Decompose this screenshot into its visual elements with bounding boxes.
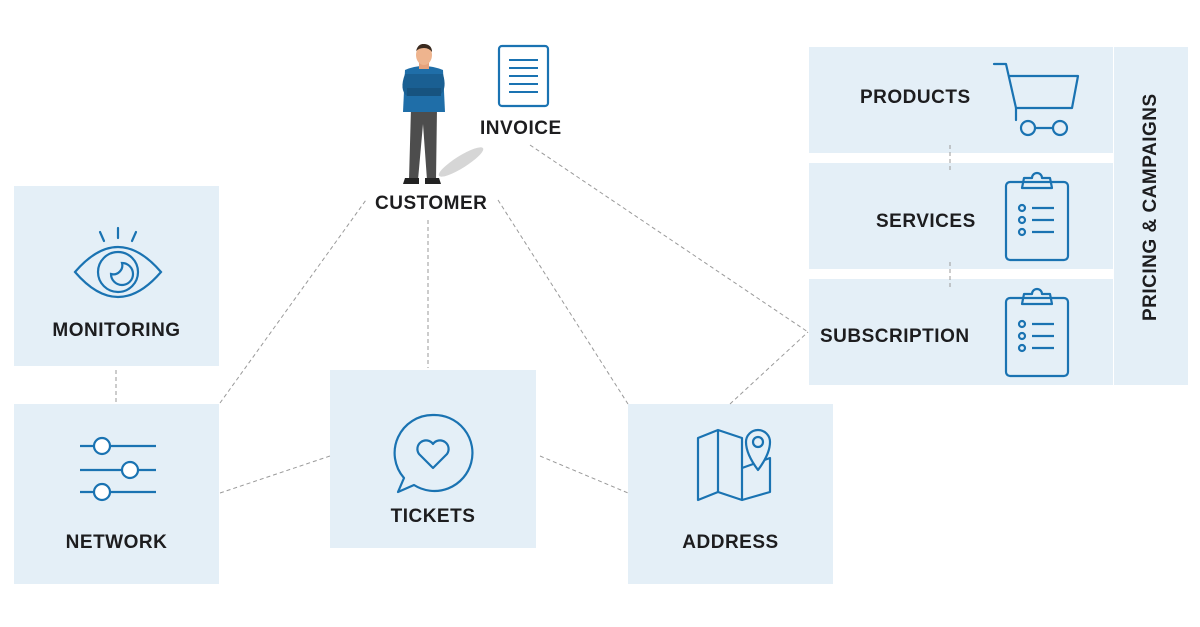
pricing-campaigns-label: PRICING & CAMPAIGNS <box>1140 93 1161 321</box>
sliders-icon <box>80 436 156 502</box>
products-label: PRODUCTS <box>860 87 971 108</box>
connector-network-customer <box>219 199 367 404</box>
customer-figure <box>402 44 484 184</box>
subscription-clipboard-list-icon <box>1004 287 1070 378</box>
connector-customer-address <box>497 199 629 405</box>
connector-network-tickets <box>219 455 331 494</box>
services-clipboard-list-icon <box>1004 171 1070 262</box>
network-label: NETWORK <box>65 532 168 553</box>
subscription-box <box>809 279 1113 385</box>
connector-invoice-subscription <box>529 144 809 333</box>
network-box <box>14 404 219 584</box>
subscription-label: SUBSCRIPTION <box>820 326 970 347</box>
heart-chat-bubble-icon <box>393 413 474 494</box>
services-label: SERVICES <box>876 211 976 232</box>
services-box <box>809 163 1113 269</box>
address-label: ADDRESS <box>682 532 779 553</box>
pricing-campaigns-box <box>1114 47 1188 385</box>
connector-address-subscription <box>729 331 809 405</box>
tickets-label: TICKETS <box>390 506 476 527</box>
invoice-document-icon <box>497 44 550 108</box>
eye-icon <box>73 226 163 298</box>
invoice-label: INVOICE <box>480 118 562 139</box>
connector-tickets-address <box>539 455 629 494</box>
monitoring-label: MONITORING <box>52 320 181 341</box>
monitoring-box <box>14 186 219 366</box>
tickets-box <box>330 370 536 548</box>
map-pin-icon <box>696 428 772 502</box>
customer-label: CUSTOMER <box>375 193 488 214</box>
shopping-cart-icon <box>992 62 1080 137</box>
